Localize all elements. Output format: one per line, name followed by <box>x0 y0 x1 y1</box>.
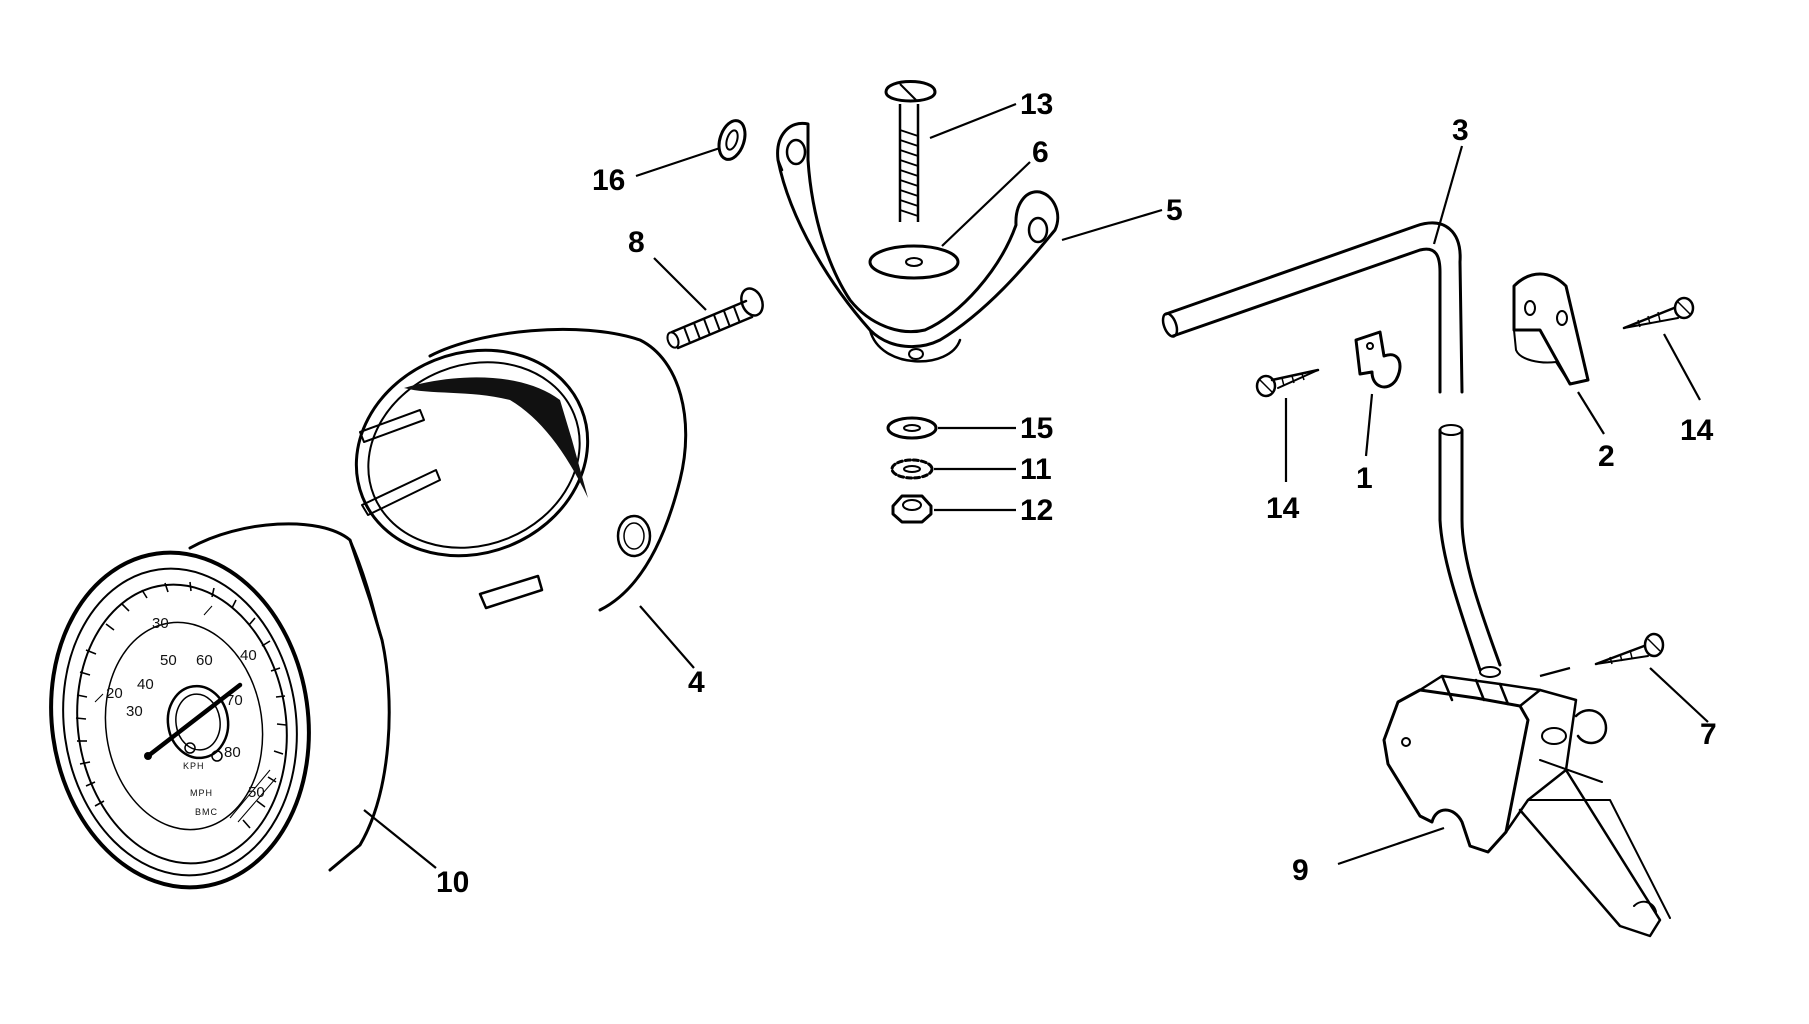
gauge-cup-housing <box>354 327 688 612</box>
callout-15: 15 <box>1020 412 1053 445</box>
callout-13: 13 <box>1020 88 1053 121</box>
dial-unit-label: BMC <box>195 807 218 817</box>
speed-pickup-sender <box>1382 674 1671 938</box>
dial-inner-number: 30 <box>126 703 143 720</box>
cable-tube <box>1161 221 1502 678</box>
dial-inner-number: 40 <box>137 676 154 693</box>
callout-12: 12 <box>1020 494 1053 527</box>
wood-screw <box>1622 296 1695 330</box>
tube-clip <box>1354 330 1402 389</box>
leader-lines <box>363 102 1709 869</box>
callout-14-right: 14 <box>1680 414 1714 447</box>
bolt <box>884 80 937 222</box>
clamp-plate <box>1512 272 1590 386</box>
dial-unit-label: MPH <box>190 788 213 798</box>
callout-4: 4 <box>688 666 705 699</box>
dial-inner-number: 60 <box>196 652 213 669</box>
washer <box>717 119 747 161</box>
callout-16: 16 <box>592 164 625 197</box>
mounting-screw <box>666 287 764 350</box>
hex-nut <box>891 494 933 524</box>
callout-6: 6 <box>1032 136 1049 169</box>
dial-outer-number: 30 <box>152 615 169 632</box>
dial-outer-number: 20 <box>106 685 123 702</box>
callout-8: 8 <box>628 226 645 259</box>
dial-inner-number: 50 <box>160 652 177 669</box>
callout-11: 11 <box>1020 453 1052 486</box>
small-washer <box>886 416 938 440</box>
speedometer-gauge: 20 30 40 50 30 40 50 60 70 80 KPH MPH BM… <box>49 522 391 890</box>
callout-10: 10 <box>436 866 469 899</box>
flat-washer <box>868 244 960 280</box>
callout-14-left: 14 <box>1266 492 1300 525</box>
callout-2: 2 <box>1598 440 1615 473</box>
callout-7: 7 <box>1700 718 1717 751</box>
dial-outer-number: 40 <box>240 647 257 664</box>
dial-unit-label: KPH <box>183 761 205 771</box>
callout-9: 9 <box>1292 854 1309 887</box>
lock-washer <box>890 458 934 480</box>
dial-outer-number: 50 <box>248 784 265 801</box>
callout-3: 3 <box>1452 114 1469 147</box>
wood-screw <box>1255 368 1320 398</box>
sender-screw <box>1594 632 1665 666</box>
callout-5: 5 <box>1166 194 1183 227</box>
dial-inner-number: 80 <box>224 744 241 761</box>
dial-inner-number: 70 <box>226 692 243 709</box>
callout-1: 1 <box>1356 462 1373 495</box>
mounting-bracket <box>776 121 1060 363</box>
